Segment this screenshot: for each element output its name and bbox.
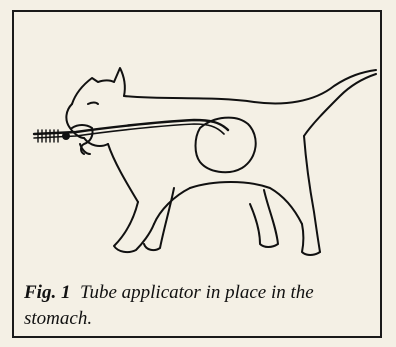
cat-with-stomach-tube-icon — [14, 12, 380, 272]
stomach-outline — [196, 118, 256, 173]
figure-label: Fig. 1 — [24, 282, 70, 303]
cat-outline — [66, 68, 376, 255]
figure-frame: Fig. 1 Tube applicator in place in the s… — [12, 10, 382, 338]
figure-caption: Fig. 1 Tube applicator in place in the s… — [24, 280, 374, 332]
